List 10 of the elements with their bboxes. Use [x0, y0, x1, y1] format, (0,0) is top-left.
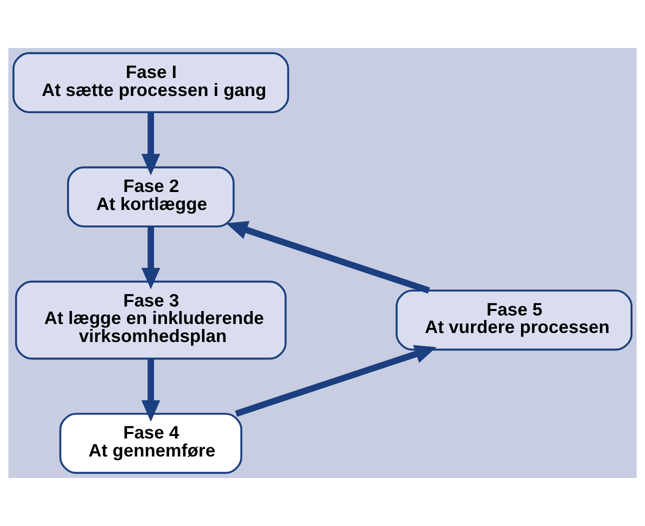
node-box: Fase I At sætte processen i gang [12, 52, 290, 114]
arrow [226, 221, 430, 294]
node-box: Fase 3 At lægge en inkluderende virksomhedsplan [15, 280, 287, 360]
node-box: Fase 2 At kortlægge [67, 166, 235, 228]
arrow [141, 358, 160, 422]
arrow [141, 112, 160, 176]
arrow [235, 345, 437, 417]
node-box: Fase 5 At vurdere processen [396, 290, 632, 351]
node-box: Fase 4 At gennemføre [59, 412, 242, 474]
arrow [141, 226, 160, 290]
